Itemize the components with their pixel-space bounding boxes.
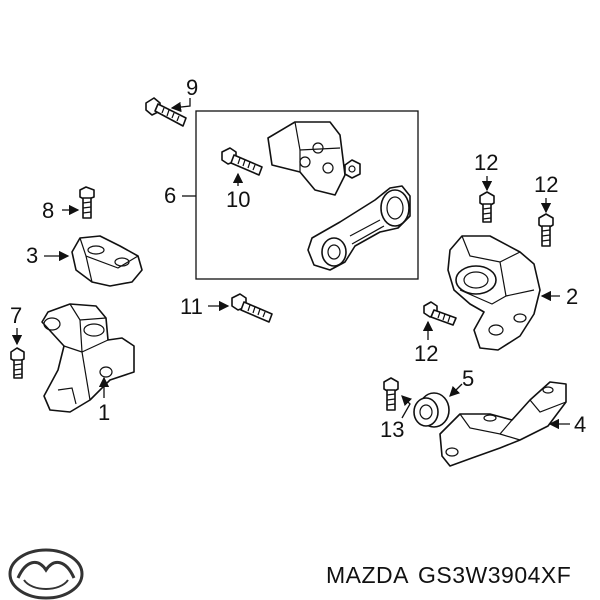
mount-bracket[interactable] (267, 121, 346, 196)
callout-12-upper-right: 12 (534, 172, 558, 197)
footer-part-number: GS3W3904XF (418, 562, 571, 588)
callout-6: 6 (164, 183, 176, 208)
bolt-7[interactable] (10, 347, 25, 379)
bolt-13[interactable] (383, 377, 399, 411)
nut[interactable] (344, 159, 361, 179)
bolt-12-upper-left[interactable] (479, 191, 495, 223)
bolt-8[interactable] (79, 186, 95, 219)
bolt-10[interactable] (221, 147, 263, 176)
callout-7: 7 (10, 303, 22, 328)
callout-8: 8 (42, 198, 54, 223)
engine-mount-1[interactable] (41, 303, 135, 413)
mount-3[interactable] (71, 235, 143, 287)
leader-9 (170, 98, 191, 113)
callout-11: 11 (180, 294, 203, 319)
callout-1: 1 (98, 400, 110, 425)
transmission-mount-2[interactable] (447, 235, 541, 351)
torque-rod[interactable] (307, 185, 411, 271)
leader-5 (449, 383, 463, 397)
bushing-5[interactable] (413, 392, 450, 428)
callout-5: 5 (462, 366, 474, 391)
callout-2: 2 (566, 284, 578, 309)
lower-bracket-4[interactable] (439, 381, 567, 467)
callout-12-lower: 12 (414, 341, 438, 366)
assembly-frame (195, 110, 419, 280)
bolt-12-lower[interactable] (423, 301, 457, 326)
callout-10: 10 (226, 187, 250, 212)
leader-13 (401, 395, 413, 419)
mazda-logo-icon (8, 548, 84, 600)
bolt-9[interactable] (145, 97, 187, 127)
callout-9: 9 (186, 75, 198, 100)
callout-12-upper-left: 12 (474, 150, 498, 175)
bolt-12-upper-right[interactable] (538, 213, 554, 247)
footer-brand: MAZDA (326, 562, 409, 588)
callout-4: 4 (574, 412, 586, 437)
callout-13: 13 (380, 417, 404, 442)
callout-3: 3 (26, 243, 38, 268)
bolt-11[interactable] (231, 293, 273, 323)
